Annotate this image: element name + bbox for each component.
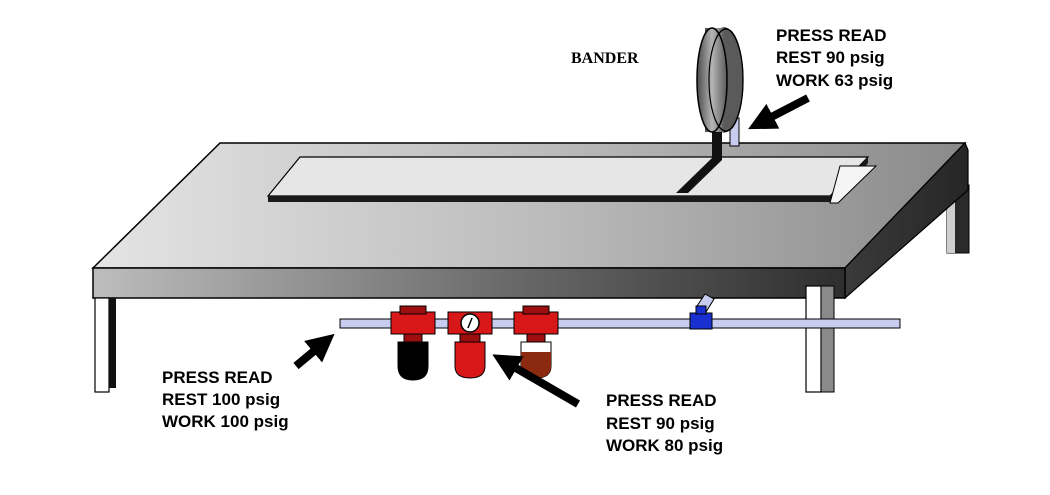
callout-top-right: PRESS READ REST 90 psig WORK 63 psig [776,26,893,90]
callout-bottom-right-line-1: PRESS READ [606,391,717,410]
work-boards [266,156,878,204]
callout-bottom-left-line-3: WORK 100 psig [162,412,289,431]
callout-top-right-line-1: PRESS READ [776,26,887,45]
regulator-unit-icon [447,311,493,379]
callout-bottom-right: PRESS READ REST 90 psig WORK 80 psig [606,391,723,455]
callout-bottom-left-line-2: REST 100 psig [162,390,280,409]
arrow-top-right [748,94,810,130]
table-leg-front-left [94,297,116,393]
callout-top-right-line-2: REST 90 psig [776,48,885,67]
bander-gauge-icon [696,27,744,133]
pipe-tee-icon [689,305,713,330]
callout-bottom-right-line-2: REST 90 psig [606,414,715,433]
callout-top-right-line-3: WORK 63 psig [776,71,893,90]
callout-bottom-right-line-3: WORK 80 psig [606,436,723,455]
callout-bottom-left: PRESS READ REST 100 psig WORK 100 psig [162,368,289,431]
table-leg-front-right [805,285,835,393]
bander-arm [676,130,722,193]
callout-bottom-left-line-1: PRESS READ [162,368,273,387]
table-side [844,141,969,300]
bander-title: BANDER [571,50,639,67]
arrow-bottom-left [293,333,335,370]
filter-unit-icon [390,305,436,381]
arrow-bottom-right [492,354,581,408]
table-front-edge [92,267,846,299]
